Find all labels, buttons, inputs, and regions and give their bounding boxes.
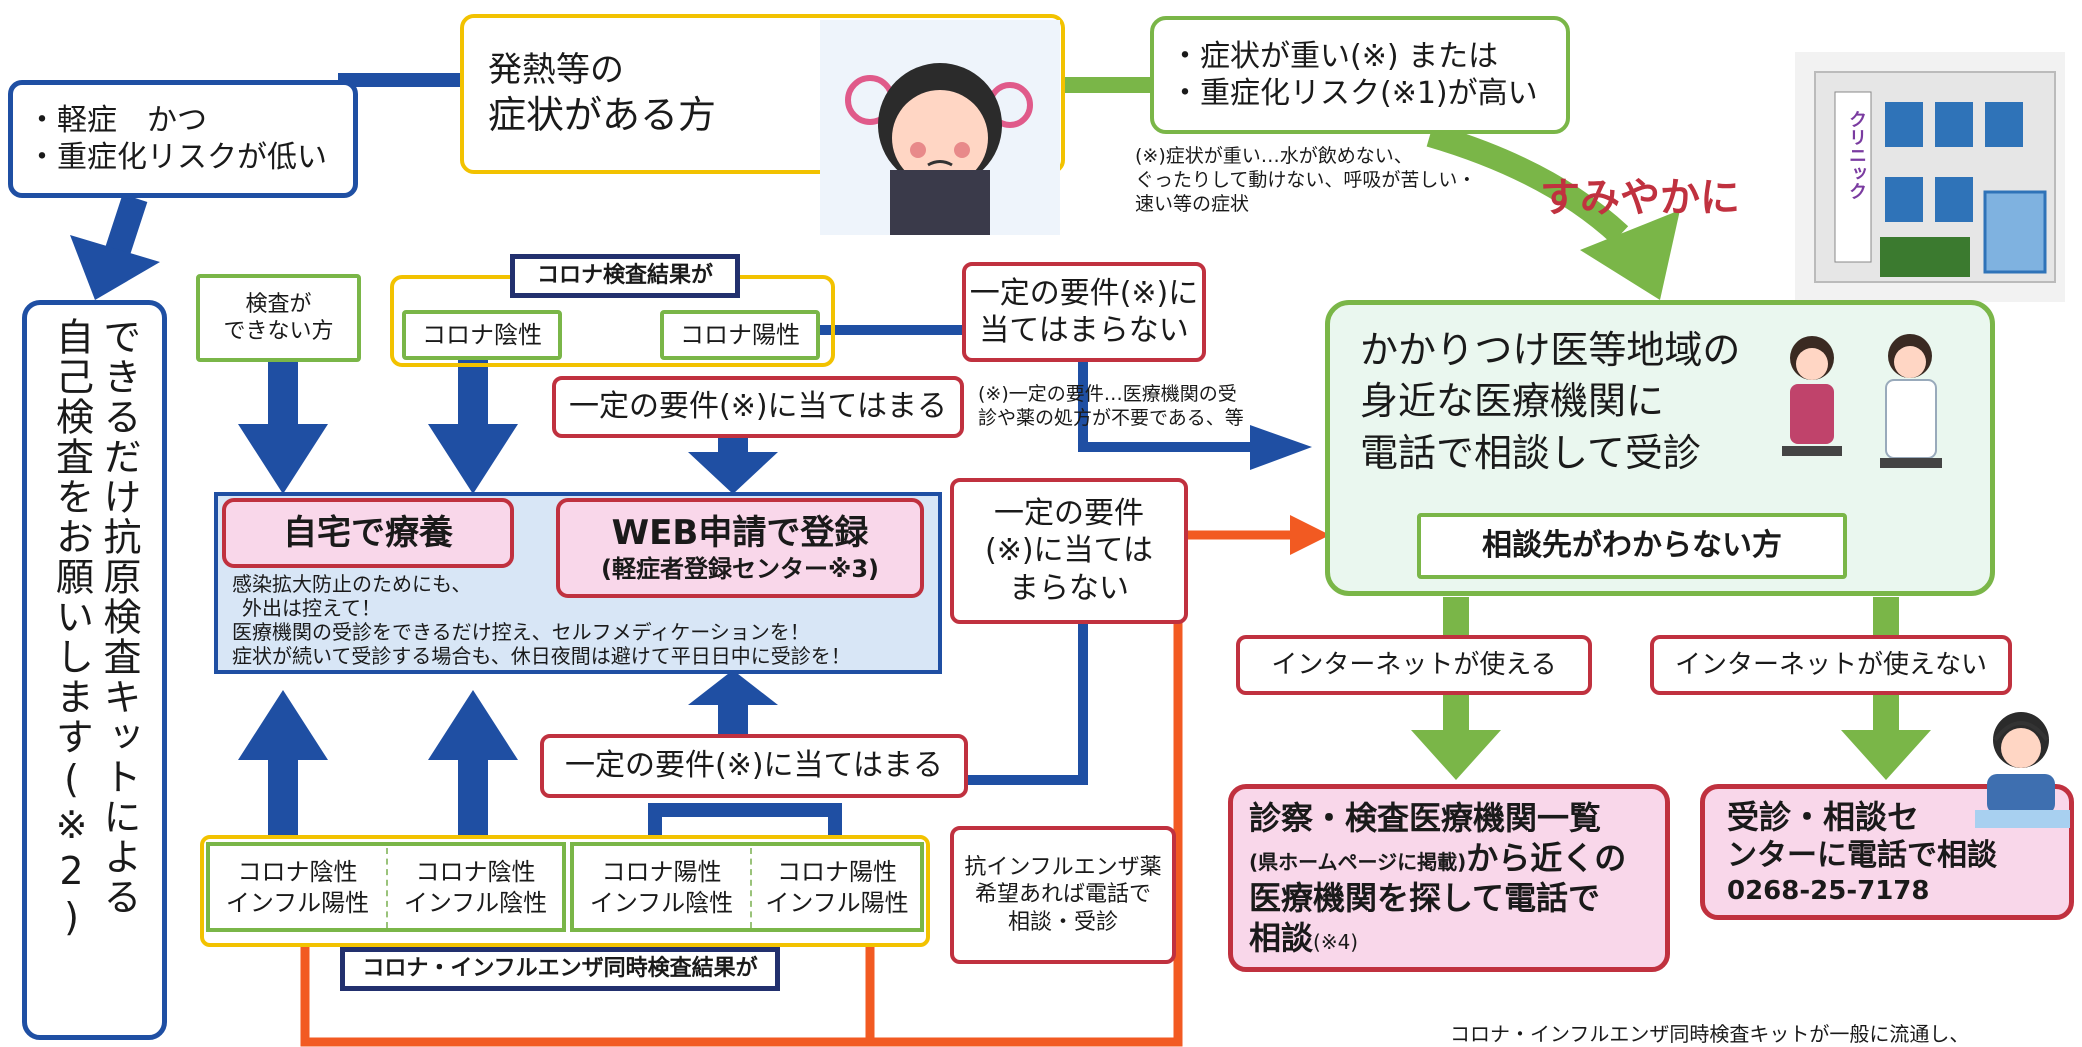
sumiyaka-label: すみやかに <box>1540 175 1740 221</box>
severe-note-line3: 速い等の症状 <box>1135 192 1250 215</box>
req-match-bottom: 一定の要件(※)に当てはまる <box>540 734 968 798</box>
web-register-line2: (軽症者登録センター※3) <box>601 555 879 584</box>
req-not-match-top-line1: 一定の要件(※)に <box>969 275 1199 311</box>
home-care-box: 自宅で療養 <box>222 498 514 568</box>
corona-positive-box: コロナ陽性 <box>660 310 820 360</box>
fever-line2: 症状がある方 <box>488 92 717 137</box>
sick-person-illustration <box>820 20 1060 235</box>
flu-drug-box: 抗インフルエンザ薬 希望あれば電話で 相談・受診 <box>950 826 1176 964</box>
req-note-line1: (※)一定の要件…医療機関の受 <box>978 383 1237 405</box>
self-test-col2: 自己検査をお願いします(※2) <box>49 317 94 941</box>
corona-negative-box: コロナ陰性 <box>402 310 562 360</box>
req-note: (※)一定の要件…医療機関の受 診や薬の処方が不要である、等 <box>978 383 1244 431</box>
combo-cell-1-line2: インフル陽性 <box>225 889 370 917</box>
req-not-match-mid-line2: (※)に当ては <box>985 533 1153 569</box>
cannot-test-line2: できない方 <box>223 319 334 344</box>
req-not-match-top-line2: 当てはまらない <box>979 313 1189 348</box>
cannot-test-line1: 検査が <box>245 291 312 317</box>
combo-cell-pos-fluneg: コロナ陽性 インフル陰性 <box>574 846 749 930</box>
combo-cell-4-line1: コロナ陽性 <box>777 857 897 886</box>
clinic-list-box: 診察・検査医療機関一覧 (県ホームページに掲載)から近くの 医療機関を探して電話… <box>1228 784 1670 972</box>
severe-line1: ・症状が重い(※) または <box>1170 38 1499 74</box>
internet-yes-box: インターネットが使える <box>1236 635 1592 695</box>
req-note-line2: 診や薬の処方が不要である、等 <box>978 406 1244 429</box>
req-not-match-top: 一定の要件(※)に 当てはまらない <box>962 262 1206 362</box>
combo-cell-2-line2: インフル陰性 <box>403 889 548 917</box>
clinic-list-line4: 相談(※4) <box>1249 918 1358 958</box>
req-not-match-mid: 一定の要件 (※)に当ては まらない <box>950 478 1188 624</box>
home-notes-line1: 感染拡大防止のためにも、 <box>232 572 472 596</box>
doctor-consult-illustration <box>1760 318 1970 506</box>
combo-cell-2-line1: コロナ陰性 <box>415 857 536 886</box>
family-doctor-line2: 身近な医療機関に <box>1360 379 1665 424</box>
clinic-list-line4b: (※4) <box>1313 930 1359 954</box>
home-notes: 感染拡大防止のためにも、 外出は控えて！ 医療機関の受診をできるだけ控え、セルフ… <box>232 572 851 668</box>
combo-cell-neg-fluneg: コロナ陰性 インフル陰性 <box>388 846 563 930</box>
clinic-sign: クリニック <box>1846 110 1867 200</box>
severe-note-line2: ぐったりして動けない、呼吸が苦しい・ <box>1135 168 1477 191</box>
clinic-building-illustration: クリニック <box>1795 52 2065 302</box>
combo-left-group <box>206 842 566 932</box>
clinic-list-line2a: (県ホームページに掲載) <box>1249 850 1467 874</box>
severe-note-line1: (※)症状が重い…水が飲めない、 <box>1135 145 1413 167</box>
arrow-head-selftest <box>70 235 160 300</box>
req-match-top: 一定の要件(※)に当てはまる <box>552 376 964 438</box>
connector-fever-to-mild <box>338 73 460 98</box>
footer-note: コロナ・インフルエンザ同時検査キットが一般に流通し、 <box>1450 1022 1970 1046</box>
clinic-list-line2: (県ホームページに掲載)から近くの <box>1249 838 1626 878</box>
consult-center-line2: ンターに電話で相談 <box>1727 838 1997 873</box>
web-register-line1: WEB申請で登録 <box>611 512 869 553</box>
consult-center-line1: 受診・相談セ <box>1727 798 1920 836</box>
combo-cell-4-line2: インフル陽性 <box>765 889 909 917</box>
arrow-head-doctor-blue <box>1250 425 1312 470</box>
unknown-consult-box: 相談先がわからない方 <box>1417 513 1847 579</box>
arrow-severe-to-doctor <box>1426 123 1629 244</box>
internet-no-box: インターネットが使えない <box>1650 635 2012 695</box>
call-operator-illustration <box>1965 700 2077 830</box>
home-notes-line4: 症状が続いて受診する場合も、休日夜間は避けて平日日中に受診を！ <box>232 644 851 668</box>
self-test-box: できるだけ抗原検査キットによる 自己検査をお願いします(※2) <box>22 300 167 1040</box>
flu-drug-line1: 抗インフルエンザ薬 <box>964 854 1162 880</box>
arrow-mild-to-selftest <box>105 193 148 255</box>
clinic-list-line1: 診察・検査医療機関一覧 <box>1249 799 1602 837</box>
self-test-col1: できるだけ抗原検査キットによる <box>97 317 141 917</box>
combo-cell-neg-flupos: コロナ陰性 インフル陽性 <box>210 846 385 930</box>
combo-cell-pos-flupos: コロナ陽性 インフル陽性 <box>752 846 922 930</box>
combo-results-header: コロナ・インフルエンザ同時検査結果が <box>340 947 780 991</box>
home-notes-line2: 外出は控えて！ <box>242 596 381 620</box>
web-register-box: WEB申請で登録 (軽症者登録センター※3) <box>556 498 924 598</box>
combo-right-group <box>570 842 924 932</box>
req-not-match-mid-line1: 一定の要件 <box>994 495 1144 531</box>
mild-line1: ・軽症 かつ <box>27 102 207 138</box>
corona-results-header: コロナ検査結果が <box>510 254 740 298</box>
fever-line1: 発熱等の <box>488 50 624 90</box>
combo-cell-3-line2: インフル陰性 <box>589 889 734 917</box>
flu-drug-line3: 相談・受診 <box>1007 909 1118 935</box>
combo-cell-3-line1: コロナ陽性 <box>601 857 722 886</box>
arrow-head-orange <box>1290 515 1330 555</box>
severe-note: (※)症状が重い…水が飲めない、 ぐったりして動けない、呼吸が苦しい・ 速い等の… <box>1135 145 1495 216</box>
severe-box: ・症状が重い(※) または ・重症化リスク(※1)が高い <box>1150 16 1570 134</box>
consult-center-phone: 0268-25-7178 <box>1727 875 1930 906</box>
mild-box: ・軽症 かつ ・重症化リスクが低い <box>8 80 358 198</box>
family-doctor-line3: 電話で相談して受診 <box>1360 430 1701 475</box>
cannot-test-box: 検査が できない方 <box>196 274 361 362</box>
family-doctor-line1: かかりつけ医等地域の <box>1360 328 1741 372</box>
mild-line2: ・重症化リスクが低い <box>27 140 327 175</box>
home-notes-line3: 医療機関の受診をできるだけ控え、セルフメディケーションを！ <box>232 620 810 644</box>
req-not-match-mid-line3: まらない <box>1009 570 1129 606</box>
clinic-list-line3: 医療機関を探して電話で <box>1249 879 1601 917</box>
clinic-list-line2b: から近くの <box>1466 839 1627 877</box>
severe-line2: ・重症化リスク(※1)が高い <box>1170 76 1538 111</box>
clinic-list-line4a: 相談 <box>1249 919 1314 957</box>
flu-drug-line2: 希望あれば電話で <box>974 882 1151 908</box>
combo-cell-1-line1: コロナ陰性 <box>237 857 358 886</box>
arrow-head-doctor <box>1580 210 1680 300</box>
